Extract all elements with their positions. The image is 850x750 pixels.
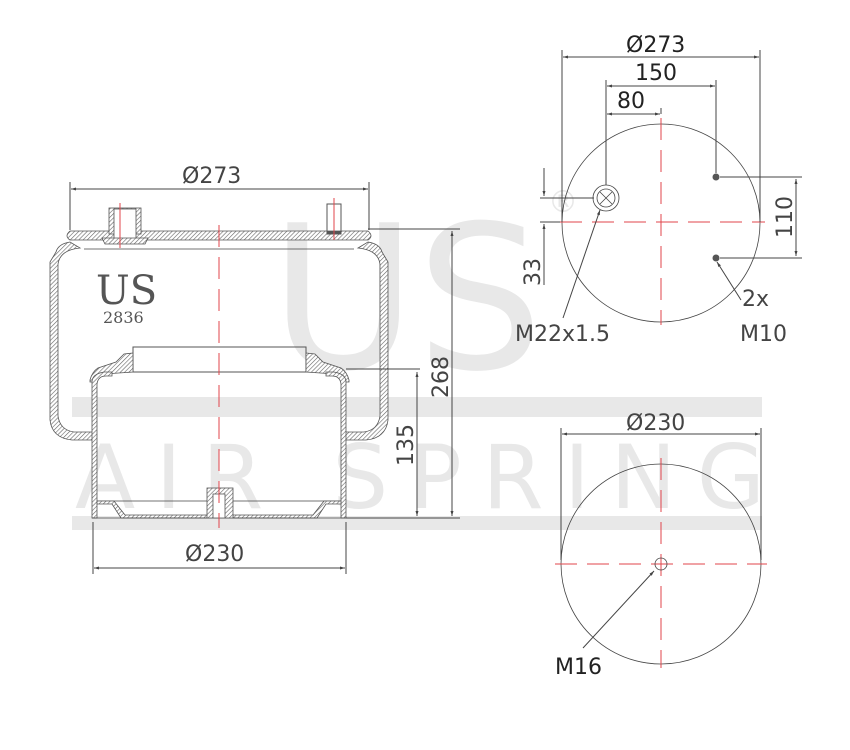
bolt-hole — [654, 557, 668, 571]
model-number: 2836 — [103, 308, 144, 327]
watermark-bar-bottom — [72, 516, 762, 530]
top-view: Ø273 150 80 110 33 — [515, 33, 802, 347]
brand-logo: US — [96, 268, 157, 314]
dim-bottom-diameter: Ø230 — [92, 522, 347, 574]
piston-wall-right — [325, 371, 347, 519]
dim-piston-height: 135 — [346, 368, 420, 516]
label-bolt-thread: M16 — [555, 655, 602, 680]
registered-mark: ® — [548, 185, 578, 220]
dim-fitting-offset-y: 33 — [521, 168, 594, 286]
svg-text:135: 135 — [394, 424, 419, 466]
air-fitting-symbol — [592, 184, 620, 212]
svg-text:268: 268 — [429, 356, 454, 398]
label-stud-thread: M10 — [740, 322, 787, 347]
dim-fitting-offset-x: 80 — [607, 89, 662, 116]
label-air-fitting: M22x1.5 — [515, 322, 610, 347]
dim-top-view-diameter: Ø273 — [561, 33, 761, 222]
label-stud-count: 2x — [742, 287, 769, 312]
piston-wall-left — [91, 371, 113, 519]
dim-stud-spacing-y: 110 — [720, 176, 802, 259]
svg-text:Ø273: Ø273 — [626, 33, 685, 58]
dim-stud-spacing-x: 150 — [605, 61, 717, 185]
svg-text:150: 150 — [635, 61, 677, 86]
svg-text:80: 80 — [617, 89, 645, 114]
dim-top-diameter: Ø273 — [69, 164, 370, 230]
svg-text:Ø230: Ø230 — [626, 411, 685, 436]
dim-bottom-view-diameter: Ø230 — [560, 411, 762, 560]
svg-text:33: 33 — [521, 258, 546, 286]
svg-text:Ø273: Ø273 — [182, 164, 241, 189]
svg-text:110: 110 — [773, 196, 798, 238]
dim-overall-height: 268 — [346, 228, 460, 519]
bottom-view: Ø230 M16 — [555, 411, 767, 680]
stud-hole-lower — [712, 254, 720, 262]
watermark-logo: US — [270, 183, 543, 416]
stud-hole-upper — [712, 173, 720, 181]
svg-text:Ø230: Ø230 — [185, 542, 244, 567]
side-view: US 2836 Ø273 Ø230 — [49, 164, 460, 574]
